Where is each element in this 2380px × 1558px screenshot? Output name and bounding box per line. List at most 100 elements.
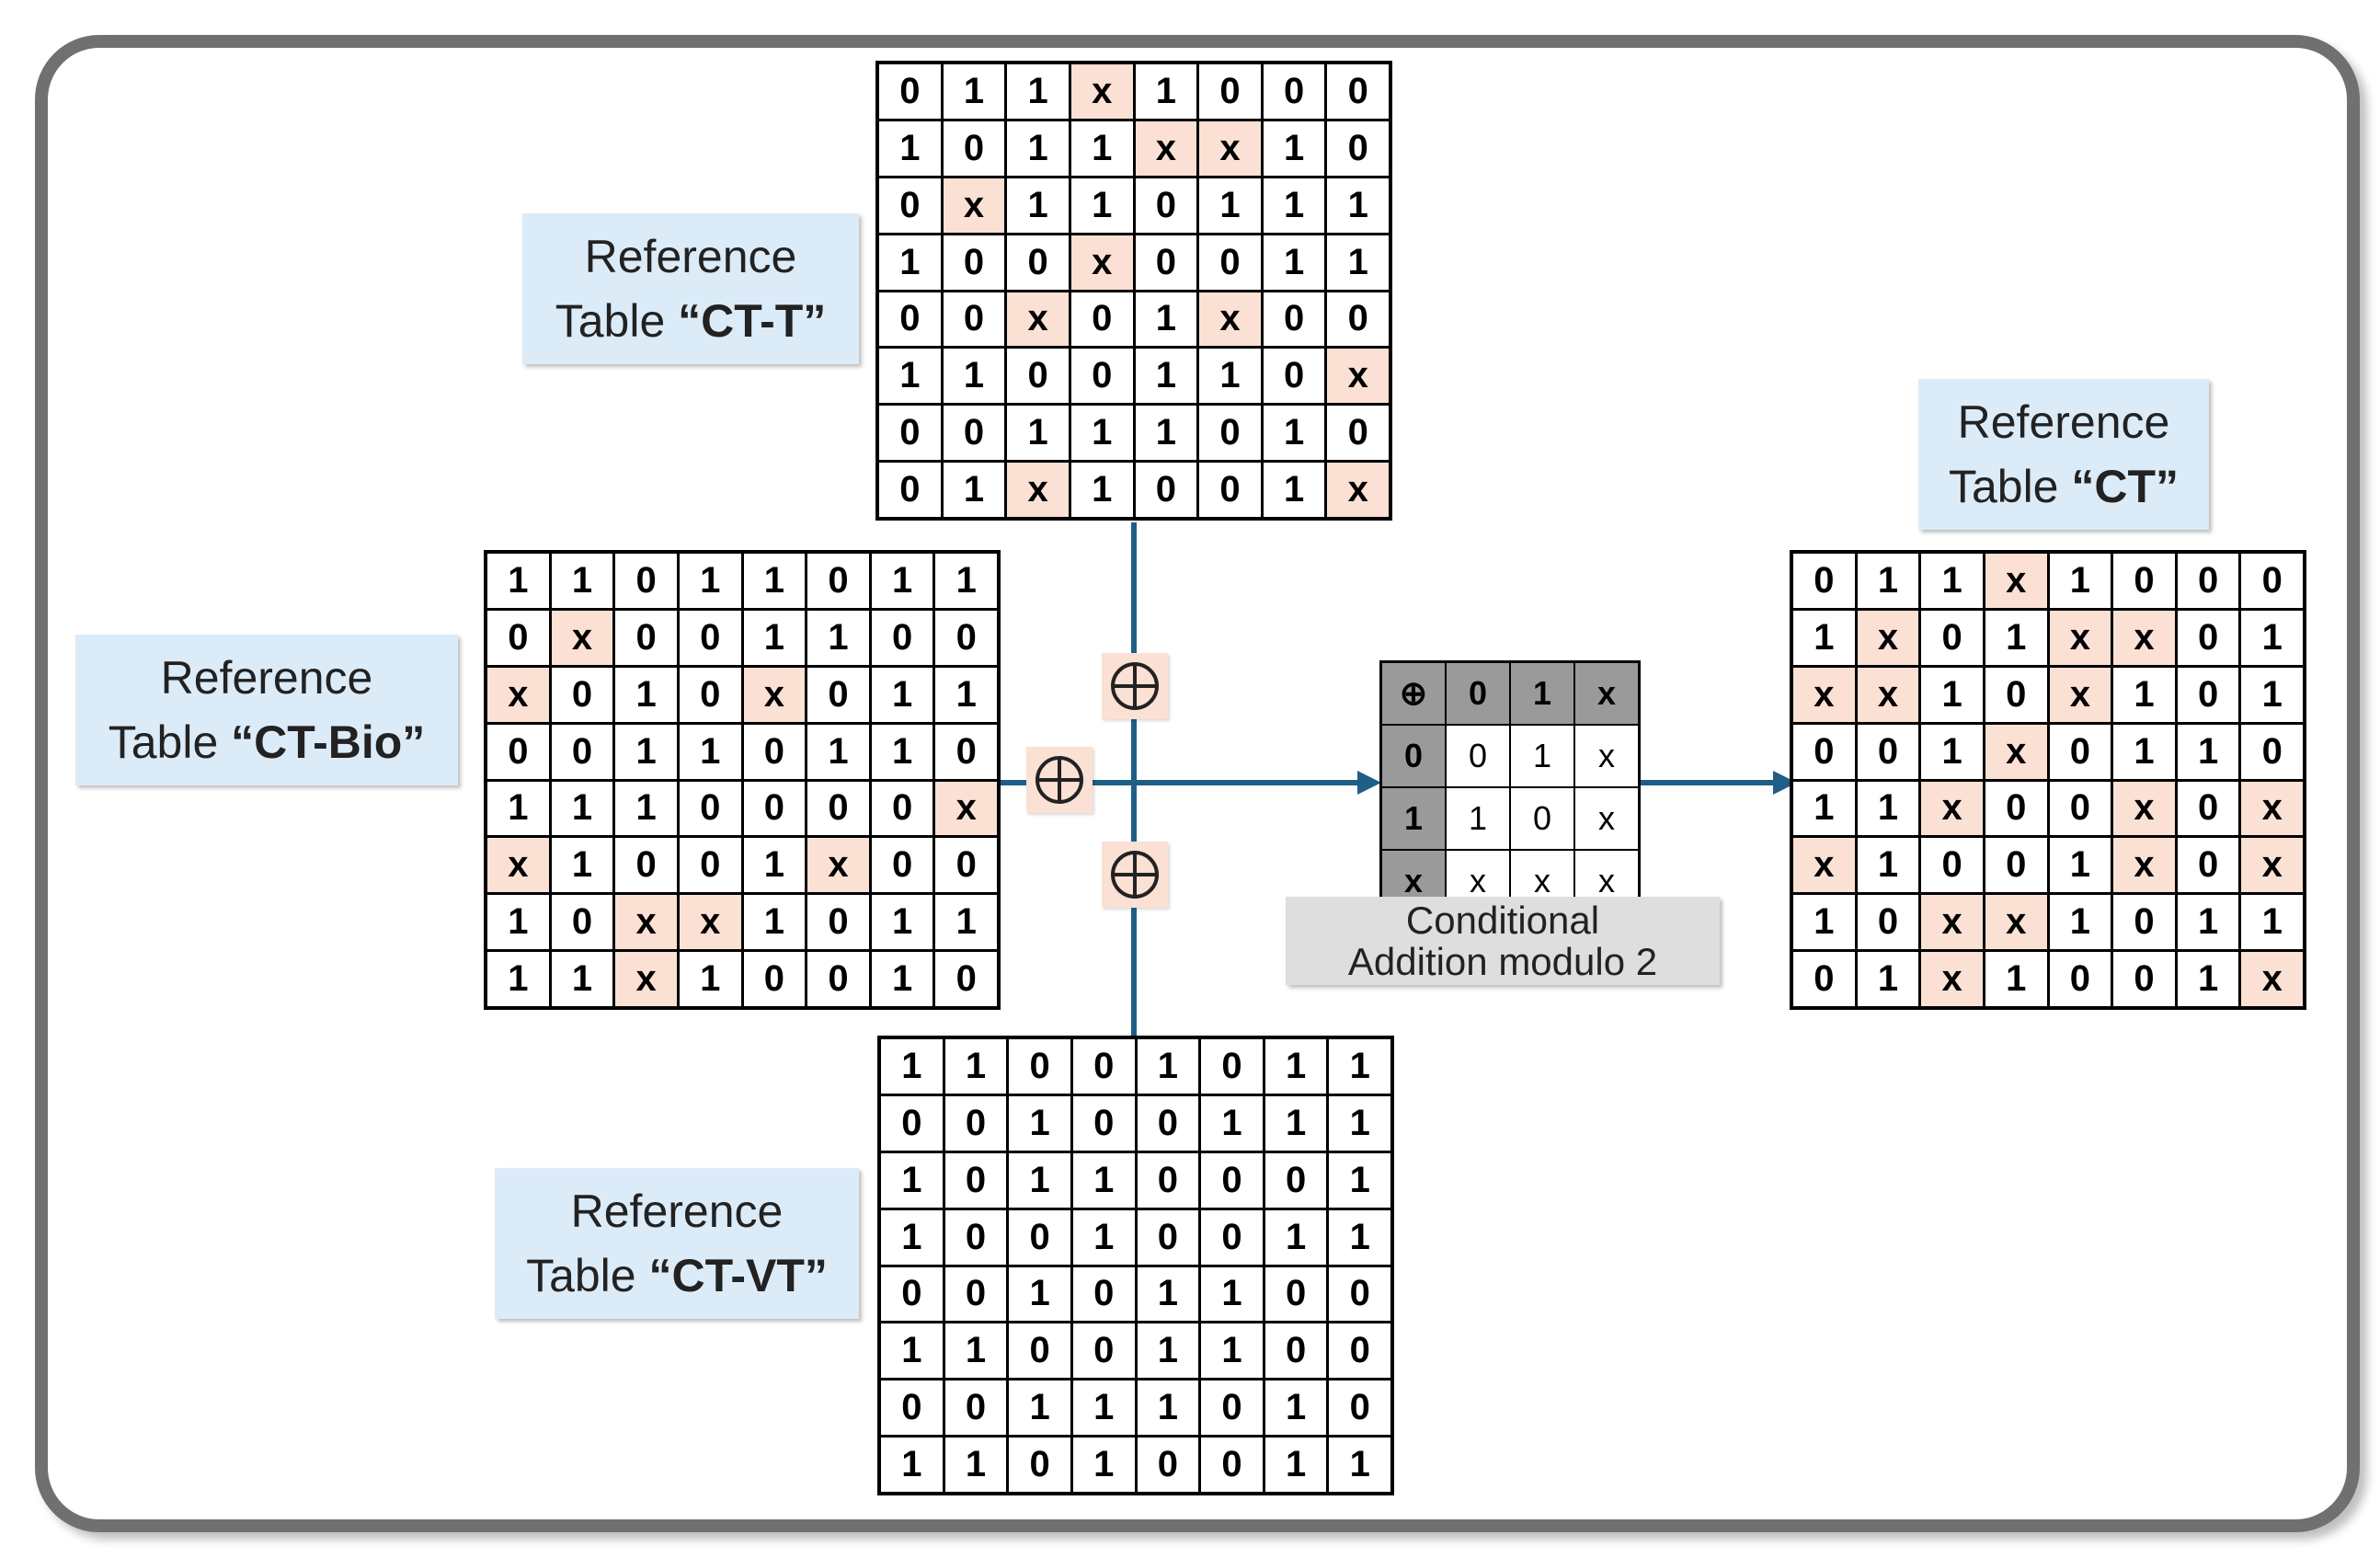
table-cell: 1: [679, 554, 741, 608]
table-cell: 0: [943, 235, 1005, 290]
table-cell: 1: [1985, 952, 2047, 1006]
table-cell: 0: [1985, 667, 2047, 722]
table-cell: 1: [1009, 1266, 1070, 1322]
table-cell: 0: [2241, 724, 2303, 779]
caption-line2: Addition modulo 2: [1347, 940, 1658, 983]
table-cell: 0: [879, 64, 941, 119]
label-ct-vt-name: “CT-VT”: [648, 1250, 828, 1301]
table-cell: 0: [1793, 724, 1855, 779]
table-cell: 0: [2177, 838, 2239, 893]
table-cell: x: [551, 610, 613, 665]
op-table-corner: ⊕: [1382, 663, 1445, 724]
table-cell: 1: [1264, 1380, 1327, 1436]
table-cell: 1: [2113, 667, 2175, 722]
table-cell: 0: [1199, 463, 1261, 517]
op-table-col-header: x: [1575, 663, 1638, 724]
label-ct-bio-line1: Reference: [160, 652, 373, 704]
label-ct-vt: Reference Table “CT-VT”: [495, 1168, 859, 1319]
table-cell: 0: [1263, 64, 1325, 119]
table-cell: 0: [1793, 554, 1855, 608]
table-cell: x: [935, 781, 997, 836]
xor-operator-bottom: [1102, 842, 1168, 908]
table-cell: 1: [1072, 1380, 1135, 1436]
table-cell: 1: [1009, 1380, 1070, 1436]
table-cell: 1: [679, 724, 741, 779]
table-cell: 0: [879, 463, 941, 517]
table-cell: 0: [871, 781, 933, 836]
table-cell: x: [487, 667, 549, 722]
table-cell: 0: [807, 895, 869, 950]
table-cell: 1: [2177, 895, 2239, 950]
table-cell: 1: [487, 895, 549, 950]
label-ct-name: “CT”: [2071, 461, 2180, 512]
table-cell: 0: [2113, 895, 2175, 950]
table-cell: 1: [1264, 1438, 1327, 1492]
table-cell: x: [679, 895, 741, 950]
table-cell: 0: [1921, 610, 1983, 665]
table-cell: 1: [1329, 1438, 1390, 1492]
table-cell: x: [2113, 781, 2175, 836]
table-cell: 1: [2049, 895, 2111, 950]
table-cell: 1: [881, 1323, 943, 1379]
table-cell: 0: [1199, 235, 1261, 290]
table-cell: 1: [879, 120, 941, 176]
xor-operator-top: [1102, 653, 1168, 719]
table-cell: x: [1199, 120, 1261, 176]
table-cell: 1: [1201, 1323, 1263, 1379]
op-table-col-header: 0: [1447, 663, 1509, 724]
table-cell: 1: [879, 349, 941, 404]
table-cell: 1: [487, 554, 549, 608]
table-cell: 0: [1135, 463, 1197, 517]
table-cell: 0: [879, 178, 941, 233]
table-cell: 1: [1793, 895, 1855, 950]
table-cell: 1: [743, 895, 806, 950]
table-cell: 1: [1137, 1266, 1199, 1322]
table-cell: 1: [1921, 724, 1983, 779]
table-cell: 0: [1009, 1039, 1070, 1094]
table-cell: 0: [944, 1095, 1007, 1151]
table-cell: x: [943, 178, 1005, 233]
table-cell: 0: [1199, 406, 1261, 461]
table-cell: 0: [935, 838, 997, 893]
table-cell: 1: [1263, 463, 1325, 517]
table-cell: 0: [1137, 1152, 1199, 1208]
table-cell: 0: [881, 1380, 943, 1436]
table-cell: 1: [1329, 1039, 1390, 1094]
table-cell: 1: [1137, 1380, 1199, 1436]
op-table-col-header: 1: [1511, 663, 1573, 724]
table-cell: x: [1070, 235, 1133, 290]
label-ct: Reference Table “CT”: [1918, 379, 2209, 530]
table-cell: 0: [551, 724, 613, 779]
table-cell: 0: [743, 952, 806, 1006]
op-table-row-header: 1: [1382, 788, 1445, 849]
table-cell: 1: [881, 1039, 943, 1094]
label-ct-vt-line2: Table “CT-VT”: [526, 1250, 828, 1301]
table-cell: 1: [1921, 554, 1983, 608]
table-cell: 0: [2177, 781, 2239, 836]
table-cell: 0: [944, 1266, 1007, 1322]
op-table-row-header: 0: [1382, 726, 1445, 786]
table-cell: 0: [1857, 895, 1919, 950]
table-cell: x: [1793, 838, 1855, 893]
table-cell: 1: [1921, 667, 1983, 722]
table-cell: 1: [881, 1209, 943, 1265]
table-cell: 0: [1857, 724, 1919, 779]
table-cell: 1: [1135, 349, 1197, 404]
table-cell: 0: [615, 554, 677, 608]
table-cell: 1: [943, 463, 1005, 517]
label-ct-t-line1: Reference: [584, 231, 797, 282]
table-cell: 1: [1199, 349, 1261, 404]
table-cell: 0: [881, 1095, 943, 1151]
table-cell: 0: [935, 724, 997, 779]
table-cell: 0: [551, 667, 613, 722]
table-cell: 1: [1007, 120, 1069, 176]
table-cell: 1: [1263, 235, 1325, 290]
table-cell: 1: [871, 724, 933, 779]
table-cell: x: [2241, 781, 2303, 836]
table-cell: 1: [2049, 554, 2111, 608]
table-cell: 1: [1263, 120, 1325, 176]
label-ct-t: Reference Table “CT-T”: [522, 213, 859, 364]
table-cell: 1: [871, 952, 933, 1006]
table-cell: 1: [2177, 952, 2239, 1006]
